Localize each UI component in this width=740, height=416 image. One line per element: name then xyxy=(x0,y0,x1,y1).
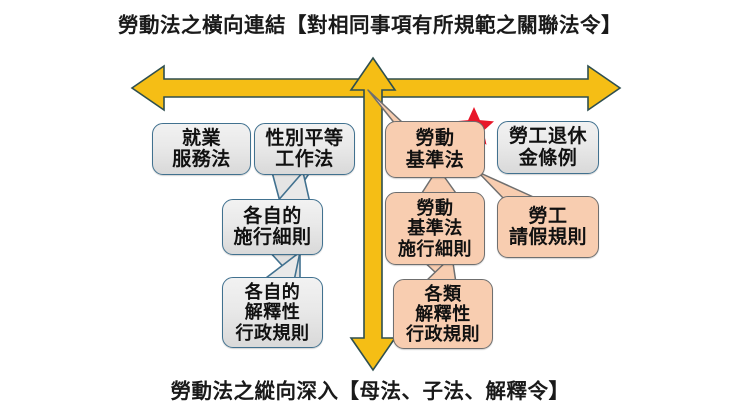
box-line: 基準法 xyxy=(407,218,463,239)
box-line: 解釋性 xyxy=(415,303,471,324)
box-line: 就業 xyxy=(181,127,221,149)
box-line: 工作法 xyxy=(275,149,334,170)
box-respective-interpretive-admin-rules[interactable]: 各自的 解釋性 行政規則 xyxy=(222,277,323,348)
box-labor-pension-act[interactable]: 勞工退休 金條例 xyxy=(497,121,599,174)
box-line: 服務法 xyxy=(172,149,231,170)
box-respective-enforcement-rules[interactable]: 各自的 施行細則 xyxy=(222,199,323,255)
box-line: 勞動 xyxy=(416,198,454,219)
box-line: 施行細則 xyxy=(398,238,472,259)
box-line: 各自的 xyxy=(243,205,302,227)
box-line: 請假規則 xyxy=(508,227,587,248)
box-employment-service-act[interactable]: 就業 服務法 xyxy=(152,123,251,175)
box-labor-leave-rules[interactable]: 勞工 請假規則 xyxy=(497,196,599,258)
box-line: 基準法 xyxy=(405,149,465,171)
box-line: 解釋性 xyxy=(244,302,301,323)
box-line: 各類 xyxy=(424,283,462,304)
box-various-interpretive-admin-rules[interactable]: 各類 解釋性 行政規則 xyxy=(393,279,493,349)
box-gender-equality-employment-act[interactable]: 性別平等 工作法 xyxy=(254,123,355,175)
box-line: 勞動 xyxy=(415,128,455,150)
diagram-title-bottom: 勞動法之縱向深入【母法、子法、解釋令】 xyxy=(170,380,570,403)
box-line: 性別平等 xyxy=(265,127,344,149)
box-line: 行政規則 xyxy=(235,322,310,343)
box-line: 金條例 xyxy=(518,147,578,169)
vertical-double-arrow xyxy=(349,56,397,372)
box-line: 勞工退休 xyxy=(508,126,587,148)
box-line: 行政規則 xyxy=(406,324,480,345)
box-line: 各自的 xyxy=(244,282,301,303)
diagram-title-top: 勞動法之橫向連結【對相同事項有所規範之關聯法令】 xyxy=(118,14,622,37)
box-labor-standards-enforcement-rules[interactable]: 勞動 基準法 施行細則 xyxy=(385,192,485,265)
box-line: 施行細則 xyxy=(233,227,312,248)
box-line: 勞工 xyxy=(528,205,568,227)
box-labor-standards-act[interactable]: 勞動 基準法 xyxy=(385,121,485,178)
